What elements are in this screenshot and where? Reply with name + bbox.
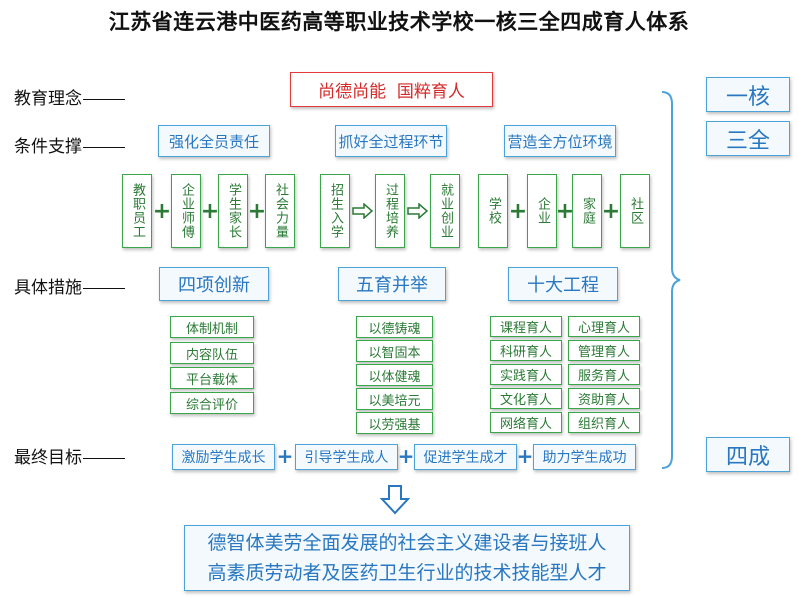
support-item: 招生入学 [320,174,350,248]
plus-sign: + [200,198,220,224]
philosophy-box: 尚德尚能 国粹育人 [290,72,493,107]
right-arrow-icon [352,203,374,219]
measure-header-1: 四项创新 [159,267,269,301]
support-item: 就业创业 [430,174,460,248]
support-item: 学生家长 [218,174,248,248]
five-edu-item: 以智固本 [356,340,433,362]
support-item: 企业师傅 [171,174,201,248]
row-label-dash [83,457,125,459]
support-item: 教职员工 [122,174,152,248]
system-label-four: 四成 [706,437,790,472]
support-header-2: 抓好全过程环节 [335,125,447,157]
row-label-philosophy: 教育理念 [14,84,125,109]
support-item: 社会力量 [265,174,295,248]
innovation-item: 内容队伍 [170,342,254,364]
row-label-dash [83,98,125,100]
plus-sign: + [508,198,528,224]
row-label-dash [83,146,125,148]
measure-header-3: 十大工程 [508,267,618,301]
support-header-3: 营造全方位环境 [504,125,616,157]
goal-item: 促进学生成才 [414,444,517,470]
row-label-measures: 具体措施 [14,273,125,298]
five-edu-item: 以德铸魂 [356,316,433,338]
row-label-goal: 最终目标 [14,443,125,468]
support-item: 家庭 [572,174,602,248]
five-edu-item: 以体健魂 [356,364,433,386]
innovation-item: 平台载体 [170,367,254,389]
project-item: 网络育人 [490,412,562,433]
plus-sign: + [555,198,575,224]
support-item: 社区 [620,174,650,248]
plus-sign: + [397,444,415,468]
project-item: 组织育人 [568,412,640,433]
system-label-all: 三全 [706,121,790,156]
right-arrow-icon [407,203,429,219]
row-label-dash [83,287,125,289]
support-item: 学校 [478,174,508,248]
system-label-core: 一核 [706,77,790,112]
page-title: 江苏省连云港中医药高等职业技术学校一核三全四成育人体系 [108,10,690,34]
support-item: 过程培养 [375,174,405,248]
project-item: 课程育人 [490,316,562,337]
five-edu-item: 以美培元 [356,388,433,410]
measure-header-2: 五育并举 [338,267,446,301]
row-label-support: 条件支撑 [14,132,125,157]
right-brace-icon [661,91,681,469]
five-edu-item: 以劳强基 [356,412,433,434]
project-item: 文化育人 [490,388,562,409]
final-outcome-line-2: 高素质劳动者及医药卫生行业的技术技能型人才 [207,562,607,584]
plus-sign: + [601,198,621,224]
support-header-1: 强化全员责任 [158,125,270,157]
row-label-philosophy-text: 教育理念 [14,89,82,109]
plus-sign: + [516,444,534,468]
row-label-measures-text: 具体措施 [14,278,82,298]
project-item: 服务育人 [568,364,640,385]
plus-sign: + [152,198,172,224]
goal-item: 助力学生成功 [533,444,636,470]
plus-sign: + [276,444,294,468]
goal-item: 引导学生成人 [295,444,398,470]
final-outcome-box: 德智体美劳全面发展的社会主义建设者与接班人 高素质劳动者及医药卫生行业的技术技能… [184,525,630,591]
project-item: 实践育人 [490,364,562,385]
goal-item: 激励学生成长 [172,444,275,470]
project-item: 科研育人 [490,340,562,361]
final-outcome-line-1: 德智体美劳全面发展的社会主义建设者与接班人 [207,532,607,554]
row-label-goal-text: 最终目标 [14,448,82,468]
innovation-item: 体制机制 [170,316,254,338]
project-item: 心理育人 [568,316,640,337]
down-arrow-icon [380,485,410,515]
project-item: 资助育人 [568,388,640,409]
support-item: 企业 [527,174,557,248]
row-label-support-text: 条件支撑 [14,137,82,157]
project-item: 管理育人 [568,340,640,361]
plus-sign: + [247,198,267,224]
innovation-item: 综合评价 [170,392,254,414]
